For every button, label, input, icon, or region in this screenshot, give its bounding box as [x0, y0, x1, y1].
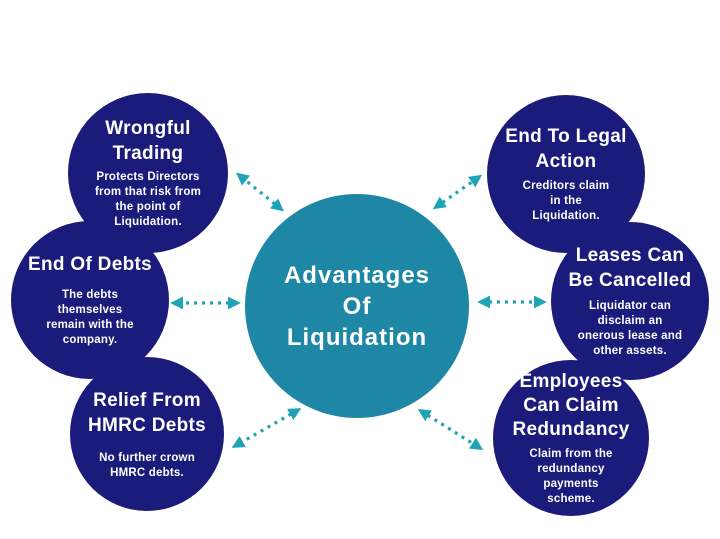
connector-center-relief-hmrc	[231, 408, 302, 448]
connector-center-employees	[417, 408, 484, 451]
node-title: End Of Debts	[28, 254, 152, 275]
node-description: Protects Directors from that risk from t…	[94, 171, 202, 228]
node-description: The debts themselves remain with the com…	[46, 289, 134, 346]
connector-center-end-to-legal	[432, 174, 483, 210]
node-description: Claim from the redundancy payments schem…	[529, 447, 613, 505]
node-end-of-debts: End Of Debts The debts themselves remain…	[11, 221, 169, 379]
node-description: Liquidator can disclaim an onerous lease…	[577, 300, 683, 357]
node-description: No further crown HMRC debts.	[99, 451, 195, 479]
connector-center-wrongful-trading	[236, 172, 284, 212]
node-description: Creditors claim in the Liquidation.	[522, 180, 610, 222]
